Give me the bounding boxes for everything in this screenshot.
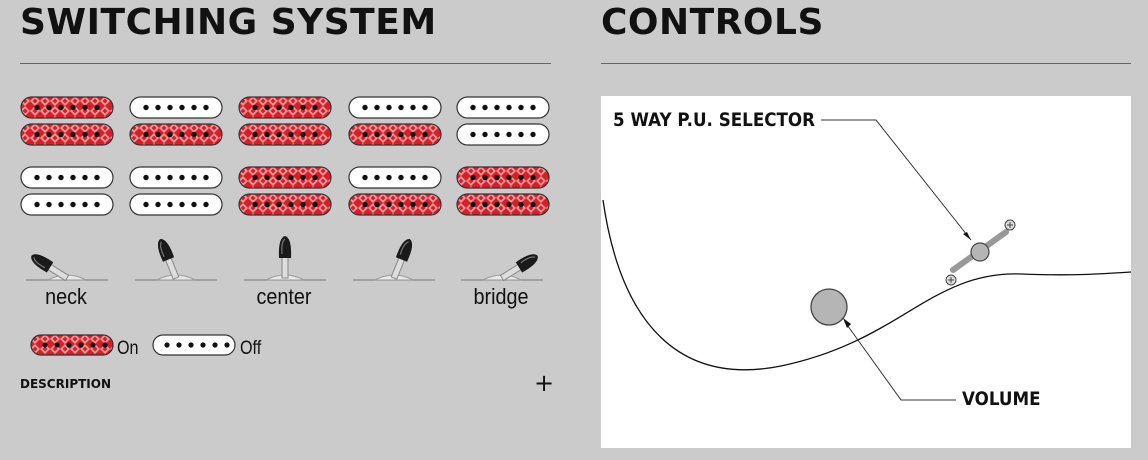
selector-callout: 5 WAY P.U. SELECTOR bbox=[613, 109, 816, 131]
coil-off-icon bbox=[20, 193, 114, 216]
coil-off-icon bbox=[129, 96, 223, 119]
humbucker-pickup bbox=[348, 96, 442, 148]
selector-positions: neck center bridge bbox=[20, 232, 560, 312]
selector-knob-icon bbox=[135, 239, 217, 281]
humbucker-pickup bbox=[456, 166, 550, 218]
selector-switch-tip-icon bbox=[970, 242, 990, 262]
coil-on-icon bbox=[348, 193, 442, 216]
coil-legend: On Off bbox=[30, 334, 330, 360]
volume-leader-line bbox=[844, 321, 956, 401]
selector-label-center: center bbox=[256, 284, 312, 309]
coil-on-icon bbox=[238, 166, 332, 189]
expand-description-button[interactable]: + bbox=[534, 369, 555, 397]
humbucker-pickup bbox=[20, 166, 114, 218]
coil-on-icon bbox=[20, 96, 114, 119]
selector-label-neck: neck bbox=[45, 284, 87, 309]
screw-icon bbox=[1004, 219, 1016, 231]
humbucker-pickup bbox=[20, 96, 114, 148]
humbucker-pickup bbox=[129, 166, 223, 218]
coil-on-icon bbox=[348, 123, 442, 146]
selector-position-5 bbox=[461, 232, 543, 282]
controls-divider bbox=[601, 63, 1131, 64]
selector-knob-icon bbox=[26, 254, 108, 282]
humbucker-pickup bbox=[456, 96, 550, 148]
coil-off-icon bbox=[129, 166, 223, 189]
legend-off-label: Off bbox=[240, 338, 262, 359]
screw-icon bbox=[945, 274, 957, 286]
coil-off-icon bbox=[348, 96, 442, 119]
humbucker-pickup bbox=[129, 96, 223, 148]
selector-leader-line bbox=[821, 119, 972, 241]
volume-callout: VOLUME bbox=[962, 388, 1041, 410]
coil-on-icon bbox=[20, 123, 114, 146]
coil-off-icon bbox=[456, 96, 550, 119]
selector-position-4 bbox=[353, 232, 435, 282]
selector-knob-icon bbox=[353, 239, 435, 281]
selector-position-2 bbox=[135, 232, 217, 282]
coil-on-icon bbox=[238, 96, 332, 119]
selector-position-1 bbox=[26, 232, 108, 282]
coil-off-icon bbox=[456, 123, 550, 146]
humbucker-pickup bbox=[238, 166, 332, 218]
selector-knob-icon bbox=[461, 254, 543, 282]
legend-on-label: On bbox=[117, 338, 139, 359]
humbucker-pickup bbox=[348, 166, 442, 218]
controls-diagram: 5 WAY P.U. SELECTOR VOLUME bbox=[601, 96, 1131, 448]
controls-diagram-svg bbox=[602, 119, 1131, 401]
guitar-body-outline bbox=[602, 199, 1131, 371]
humbucker-pickup bbox=[238, 96, 332, 148]
controls-heading: CONTROLS bbox=[601, 2, 824, 43]
switching-system-heading: SWITCHING SYSTEM bbox=[20, 2, 437, 43]
coil-off-icon bbox=[348, 166, 442, 189]
selector-arrowhead bbox=[963, 232, 971, 240]
coil-on-icon bbox=[456, 166, 550, 189]
legend-off-coil-icon bbox=[152, 334, 236, 356]
legend-on-coil-icon bbox=[30, 334, 114, 356]
coil-on-icon bbox=[238, 193, 332, 216]
selector-label-bridge: bridge bbox=[473, 284, 529, 309]
plus-icon: + bbox=[534, 369, 555, 397]
selector-knob-icon bbox=[244, 236, 326, 281]
description-label: DESCRIPTION bbox=[20, 377, 112, 391]
volume-knob-icon bbox=[810, 288, 848, 326]
coil-off-icon bbox=[129, 193, 223, 216]
coil-on-icon bbox=[456, 193, 550, 216]
pickup-switching-grid bbox=[20, 96, 560, 221]
volume-arrowhead bbox=[843, 318, 851, 328]
coil-off-icon bbox=[20, 166, 114, 189]
switching-divider bbox=[20, 63, 551, 64]
coil-on-icon bbox=[238, 123, 332, 146]
selector-position-3 bbox=[244, 232, 326, 282]
coil-on-icon bbox=[129, 123, 223, 146]
